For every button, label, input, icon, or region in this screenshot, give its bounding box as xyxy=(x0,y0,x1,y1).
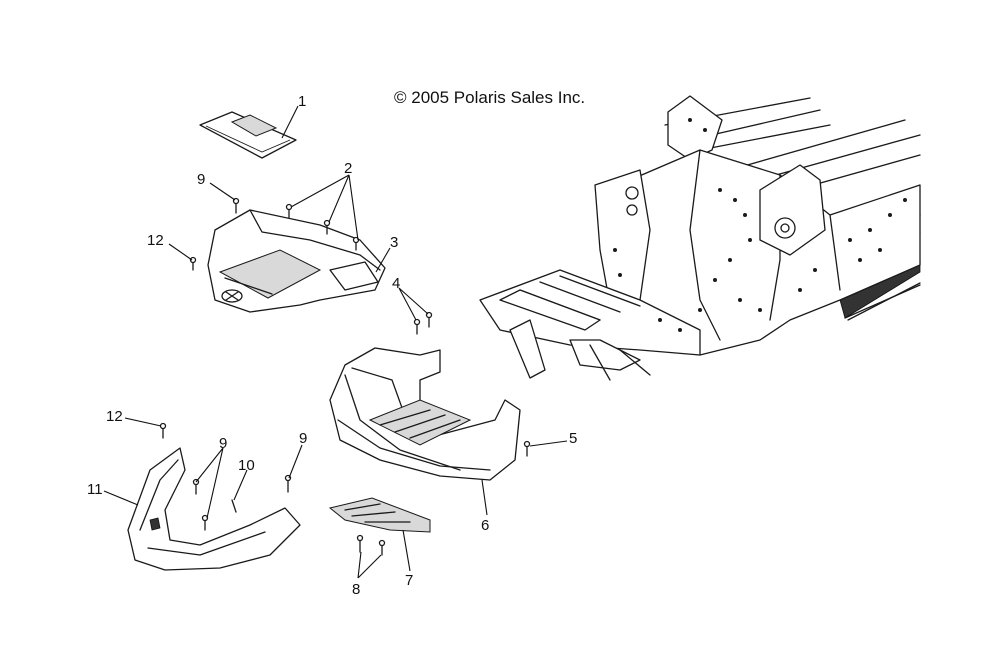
part-7-skid-plate xyxy=(328,497,431,533)
callout-10: 10 xyxy=(238,457,255,474)
callout-9-middle: 9 xyxy=(219,435,227,452)
fasteners xyxy=(159,197,531,556)
leader-lines xyxy=(103,105,568,579)
copyright-text: © 2005 Polaris Sales Inc. xyxy=(394,88,585,107)
callout-6: 6 xyxy=(481,517,489,534)
callout-3: 3 xyxy=(390,234,398,251)
part-3-hood-pan xyxy=(207,209,386,313)
part-1-access-door xyxy=(199,111,297,159)
chassis-frame xyxy=(479,95,921,381)
callout-5: 5 xyxy=(569,430,577,447)
callout-4: 4 xyxy=(392,275,400,292)
callout-7: 7 xyxy=(405,572,413,589)
part-11-front-bumper xyxy=(127,447,301,571)
callout-8: 8 xyxy=(352,581,360,598)
callout-12-lower: 12 xyxy=(106,408,123,425)
callout-9-right: 9 xyxy=(299,430,307,447)
callout-9-upper: 9 xyxy=(197,171,205,188)
callout-labels: 1 2 3 4 5 6 7 8 9 9 9 10 11 12 12 xyxy=(87,93,577,598)
callout-2: 2 xyxy=(344,160,352,177)
callout-12-upper: 12 xyxy=(147,232,164,249)
part-6-belly-pan xyxy=(329,347,521,481)
callout-1: 1 xyxy=(298,93,306,110)
callout-11: 11 xyxy=(87,481,103,498)
frame-holes xyxy=(613,118,907,332)
